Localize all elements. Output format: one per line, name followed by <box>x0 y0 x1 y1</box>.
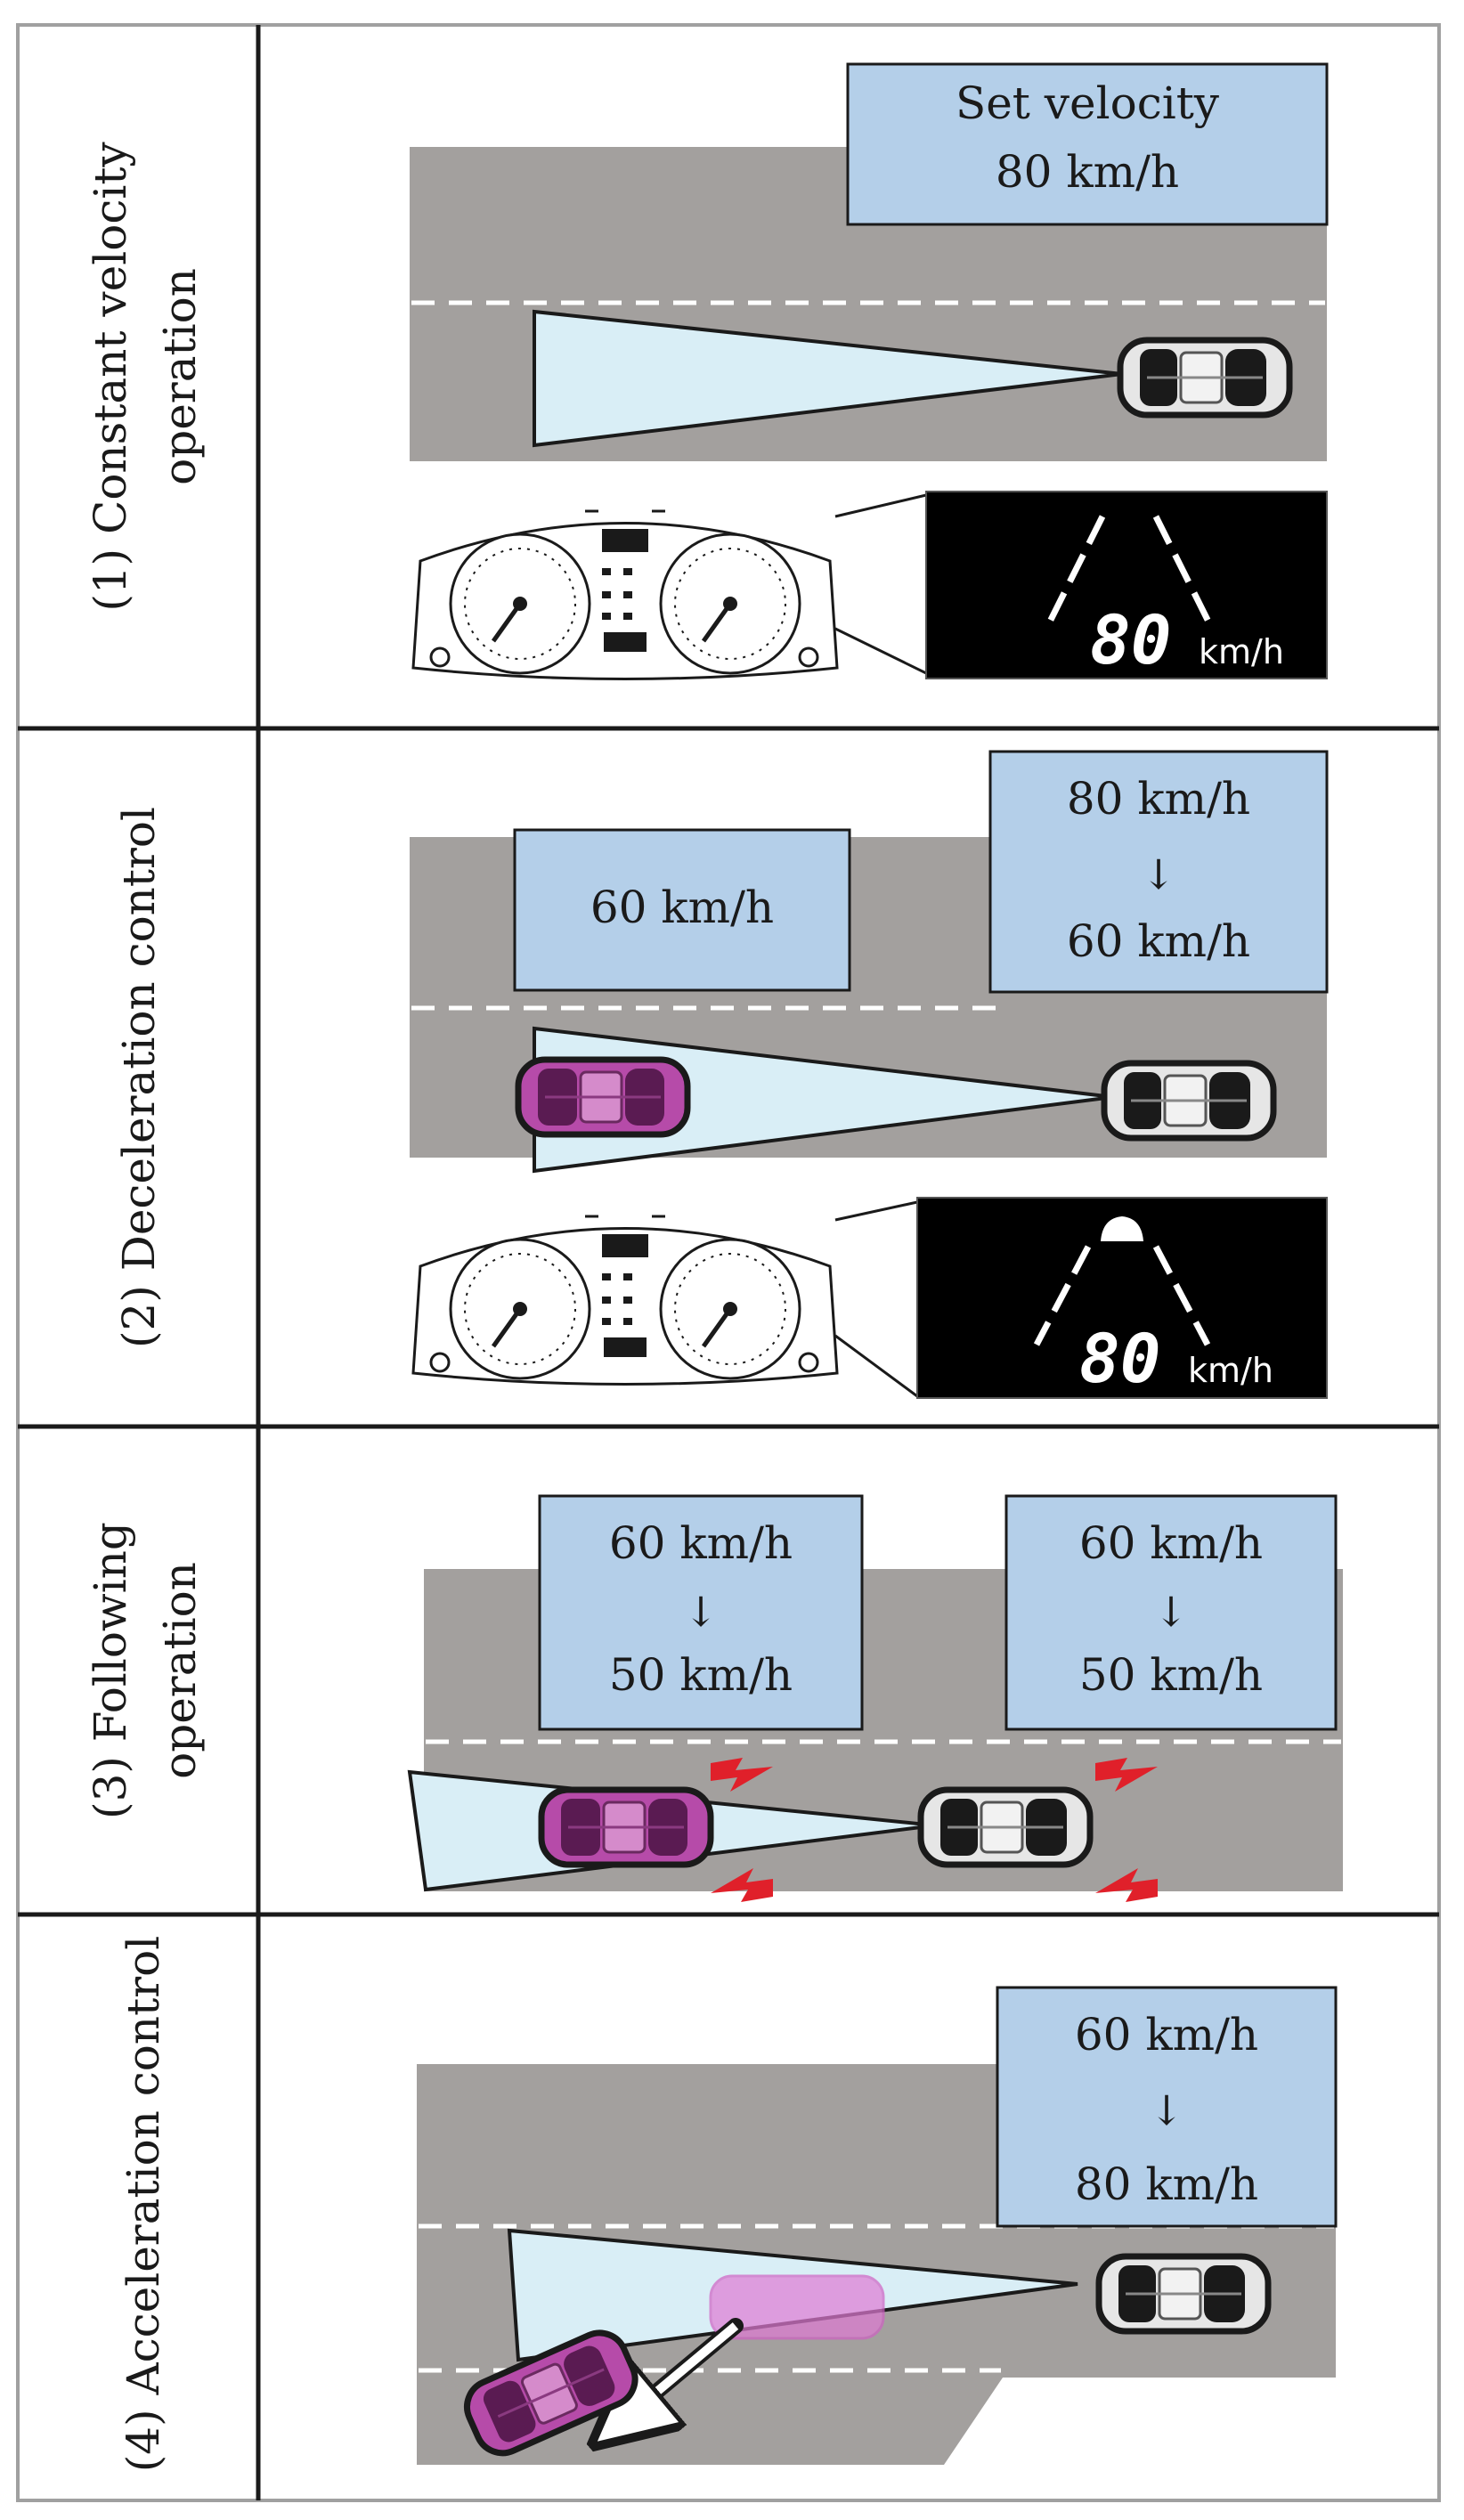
callout-line <box>834 493 927 518</box>
ego-car <box>1104 1063 1273 1138</box>
lead-speed-box <box>513 828 851 992</box>
lane-change-arrow <box>638 2322 739 2408</box>
table-frame <box>16 23 1441 2502</box>
ego-car <box>1120 340 1289 415</box>
lane-line-right <box>1152 1245 1211 1346</box>
sensor-beam <box>533 309 1123 448</box>
callout-line <box>834 1334 918 1398</box>
instrument-cluster <box>413 511 837 679</box>
ego-speed-arrow: ↓ <box>1150 2086 1184 2134</box>
lead-car-ghost <box>709 2274 885 2340</box>
lead-car <box>518 1060 687 1134</box>
head-up-display <box>925 491 1328 679</box>
lead-speed-value: 60 km/h <box>590 882 774 933</box>
ego-speed-box <box>988 750 1329 994</box>
ego-speed-to: 80 km/h <box>1075 2158 1258 2210</box>
lane-line-left <box>1045 515 1106 625</box>
ego-speed-arrow: ↓ <box>1142 850 1176 898</box>
hud-speed-unit: km/h <box>1188 1351 1273 1390</box>
callout-line <box>834 627 927 675</box>
lead-speed-arrow: ↓ <box>684 1588 719 1636</box>
row-2-label: (2) Deceleration control <box>113 807 165 1348</box>
ego-speed-box <box>1004 1494 1338 1731</box>
ego-speed-arrow: ↓ <box>1154 1588 1189 1636</box>
lane-line-left <box>1033 1245 1092 1346</box>
lane-line-right <box>1152 515 1213 625</box>
hud-speed-unit: km/h <box>1199 632 1284 671</box>
lead-speed-box <box>538 1494 864 1731</box>
row-4-label: (4) Acceleration control <box>118 1936 169 2472</box>
set-velocity-label: Set velocity <box>956 77 1220 129</box>
row-1-label-line1: (1) Constant velocity <box>85 142 136 612</box>
lead-speed-from: 60 km/h <box>609 1517 793 1569</box>
row-1-label-line2: operation <box>154 268 206 485</box>
lead-vehicle-icon <box>1101 1216 1143 1241</box>
row-3-following: 60 km/h ↓ 50 km/h 60 km/h ↓ 50 km/h <box>407 1494 1343 1902</box>
lead-car <box>541 1790 711 1865</box>
row-3-label-line1: (3) Following <box>85 1522 136 1819</box>
ego-speed-from: 60 km/h <box>1079 1517 1263 1569</box>
ego-speed-box <box>996 1986 1338 2228</box>
ego-car <box>1099 2256 1268 2331</box>
ego-speed-from: 60 km/h <box>1075 2009 1258 2061</box>
set-velocity-value: 80 km/h <box>996 146 1179 198</box>
row-1-constant-velocity: Set velocity 80 km/h 80 km/h <box>410 62 1329 679</box>
row-3-label-line2: operation <box>154 1562 206 1779</box>
hud-speed: 80 <box>1090 600 1172 679</box>
ego-speed-to: 50 km/h <box>1079 1649 1263 1701</box>
ego-speed-to: 60 km/h <box>1067 915 1250 967</box>
set-velocity-box <box>846 62 1329 226</box>
hud-speed: 80 <box>1079 1319 1161 1398</box>
lead-speed-to: 50 km/h <box>609 1649 793 1701</box>
row-2-deceleration: 60 km/h 80 km/h ↓ 60 km/h 80 km/h <box>410 750 1329 1399</box>
ego-speed-from: 80 km/h <box>1067 773 1250 825</box>
row-4-acceleration: 60 km/h ↓ 80 km/h <box>417 1986 1338 2465</box>
callout-line <box>834 1200 918 1222</box>
ego-car <box>921 1790 1090 1865</box>
instrument-cluster <box>413 1216 837 1385</box>
